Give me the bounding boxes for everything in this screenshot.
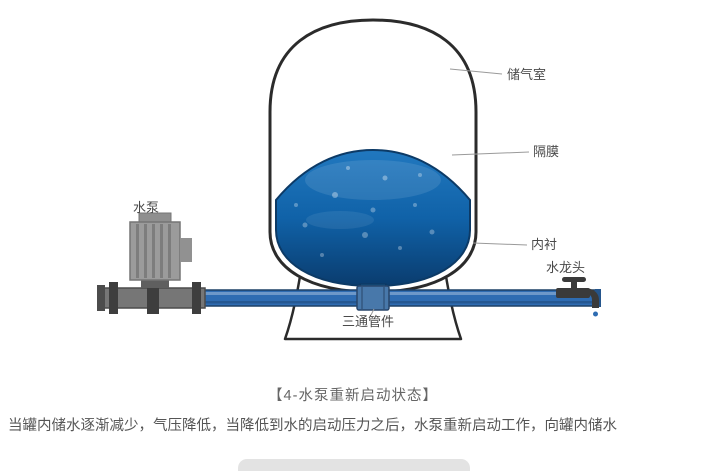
water-drop [593,311,598,317]
water-bubbles [294,160,441,257]
faucet-handle [562,277,586,282]
pressure-tank-diagram: 储气室 隔膜 内衬 水龙头 水泵 三通管件 [97,18,601,341]
label-air-chamber: 储气室 [507,67,546,82]
label-tee-fitting: 三通管件 [342,314,394,329]
leader-lines [370,68,530,316]
faucet-icon [556,277,599,317]
tank-water [275,148,471,288]
tee-fitting [356,285,390,311]
label-diaphragm: 隔膜 [533,144,559,159]
label-liner: 内衬 [531,237,557,252]
figure-caption: 【4-水泵重新启动状态】 [268,388,438,404]
pump-terminal-box [180,238,192,262]
motor-fins [136,224,171,278]
water-pump [97,212,206,314]
figure-description: 当罐内储水逐渐减少，气压降低，当降低到水的启动压力之后，水泵重新启动工作，向罐内… [8,418,617,434]
water-pipe [197,289,601,307]
label-pump: 水泵 [133,200,159,215]
label-faucet: 水龙头 [546,260,585,275]
bottom-partial-card [238,459,470,471]
